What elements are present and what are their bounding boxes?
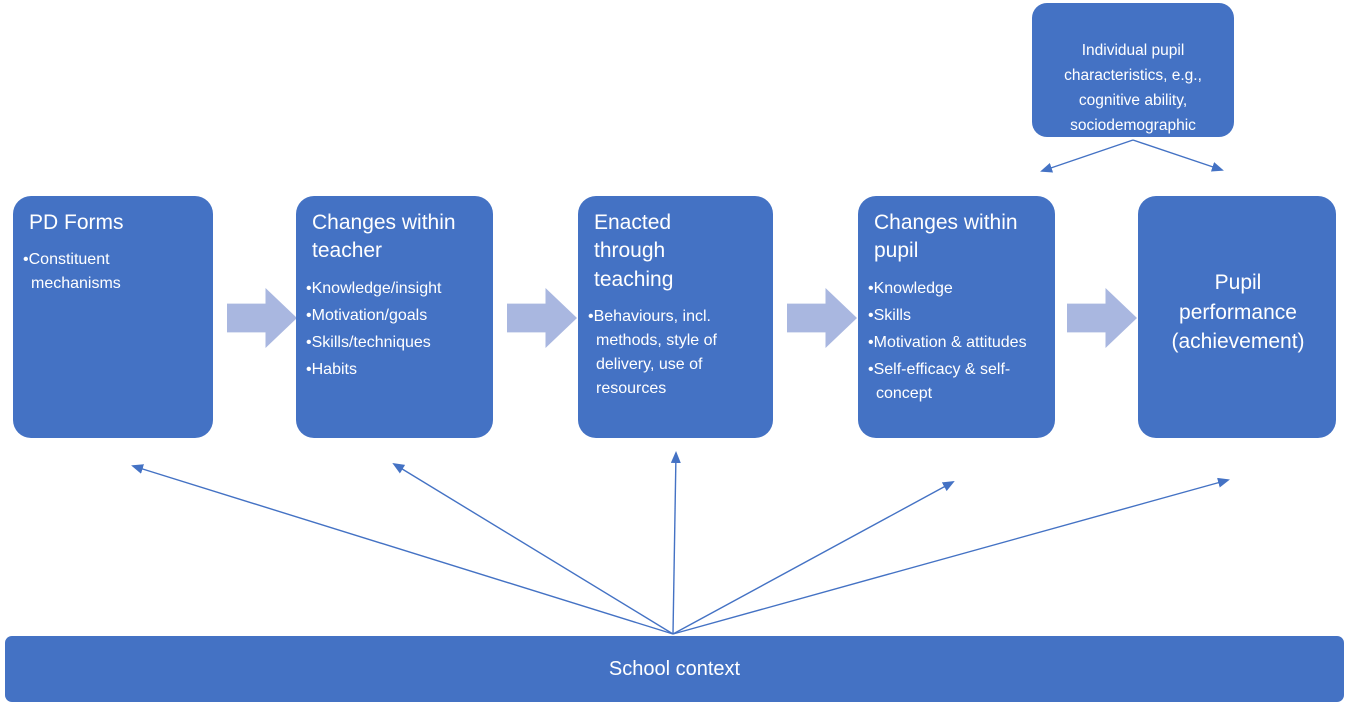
bullet-item: Habits xyxy=(306,358,479,382)
individual-pupil-characteristics-box: Individual pupil characteristics, e.g., … xyxy=(1032,3,1234,137)
school-context-label: School context xyxy=(608,657,741,680)
bullet-item: Skills xyxy=(868,304,1041,328)
bullet-item: Knowledge/insight xyxy=(306,277,479,301)
school-context-arrow-to-changes-within-pupil xyxy=(672,481,955,635)
school-context-bar: School context xyxy=(5,636,1344,702)
flow-right-arrow-icon-1 xyxy=(227,288,297,348)
bullet-item: Skills/techniques xyxy=(306,331,479,355)
box-title: Pupil performance (achievement) xyxy=(1171,270,1305,354)
bullet-item: Self-efficacy & self-concept xyxy=(868,358,1041,406)
bullet-item: Behaviours, incl. methods, style of deli… xyxy=(588,305,759,401)
flow-box-changes-within-teacher: Changes within teacher Knowledge/insight… xyxy=(296,196,493,438)
bullet-item: Motivation & attitudes xyxy=(868,331,1041,355)
flow-box-pd-forms: PD Forms Constituent mechanisms xyxy=(13,196,213,438)
bullet-item: Constituent mechanisms xyxy=(23,248,199,296)
flow-right-arrow-icon-2 xyxy=(507,288,577,348)
flow-box-changes-within-pupil: Changes within pupil Knowledge Skills Mo… xyxy=(858,196,1055,438)
bullet-list: Behaviours, incl. methods, style of deli… xyxy=(594,305,759,401)
flow-right-arrow-icon-4 xyxy=(1067,288,1137,348)
box-title: PD Forms xyxy=(29,211,124,234)
bullet-item: Motivation/goals xyxy=(306,304,479,328)
flow-box-pupil-performance: Pupil performance (achievement) xyxy=(1138,196,1336,438)
box-title: Changes within teacher xyxy=(312,211,456,263)
individual-pupil-characteristics-text: Individual pupil characteristics, e.g., … xyxy=(1064,41,1202,134)
pupil-characteristics-arrow-left xyxy=(1040,139,1134,173)
flow-right-arrow-icon-3 xyxy=(787,288,857,348)
pupil-characteristics-arrow-right xyxy=(1132,139,1224,172)
flow-box-enacted-through-teaching: Enacted through teaching Behaviours, inc… xyxy=(578,196,773,438)
school-context-arrow-to-pd-forms xyxy=(131,464,674,635)
school-context-arrow-to-pupil-performance xyxy=(672,477,1230,635)
bullet-item: Knowledge xyxy=(868,277,1041,301)
bullet-list: Knowledge Skills Motivation & attitudes … xyxy=(874,277,1041,406)
school-context-arrow-to-enacted-through-teaching xyxy=(670,451,681,635)
box-title: Changes within pupil xyxy=(874,211,1018,263)
bullet-list: Knowledge/insight Motivation/goals Skill… xyxy=(312,277,479,382)
school-context-arrow-to-changes-within-teacher xyxy=(392,462,674,635)
bullet-list: Constituent mechanisms xyxy=(29,248,199,296)
box-title: Enacted through teaching xyxy=(594,211,674,291)
